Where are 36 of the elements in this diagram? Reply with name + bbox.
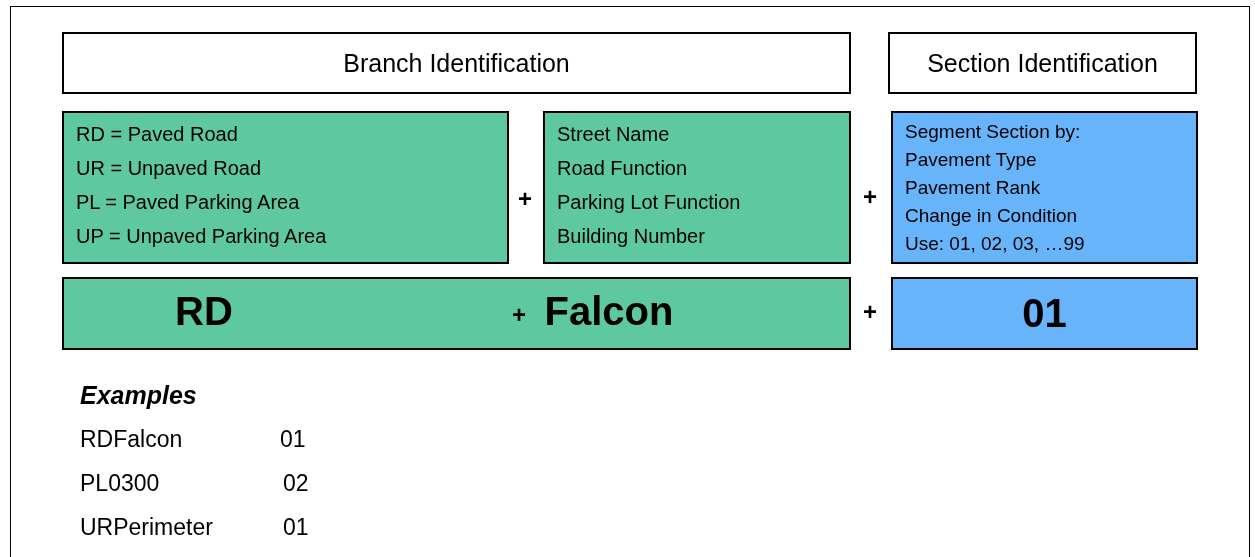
plus-sign: + (863, 183, 877, 211)
plus-sign: + (512, 301, 526, 329)
plus-sign: + (863, 298, 877, 326)
list-item: Pavement Rank (905, 177, 1041, 199)
list-item: UP = Unpaved Parking Area (76, 225, 327, 248)
info-box (543, 111, 851, 264)
plus-sign: + (518, 185, 532, 213)
example-number: 01 (283, 514, 309, 541)
example-number: 01 (280, 426, 306, 453)
list-item: Road Function (557, 157, 688, 180)
example-code: PL0300 (80, 470, 160, 497)
info-box (891, 111, 1198, 264)
example-code: URPerimeter (80, 514, 213, 541)
example-code: RDFalcon (80, 426, 183, 453)
section-heading: Examples (80, 381, 197, 410)
list-item: Building Number (557, 225, 705, 248)
list-item: Pavement Type (905, 149, 1037, 171)
code-part: RD (175, 289, 233, 334)
title-box (888, 32, 1197, 94)
list-item: Change in Condition (905, 205, 1078, 227)
list-item: PL = Paved Parking Area (76, 191, 300, 214)
heading-text: 01 (1021, 290, 1068, 336)
title-box (62, 32, 851, 94)
list-item: Parking Lot Function (557, 191, 741, 214)
heading-text: Section Identification (926, 48, 1159, 78)
example-box (62, 277, 851, 350)
code-part: Falcon (544, 289, 674, 334)
list-item: Street Name (557, 123, 670, 146)
list-item: RD = Paved Road (76, 123, 238, 146)
title-box (891, 277, 1198, 350)
example-number: 02 (283, 470, 309, 497)
list-item: UR = Unpaved Road (76, 157, 262, 180)
list-item: Use: 01, 02, 03, …99 (905, 233, 1085, 255)
heading-text: Branch Identification (342, 48, 571, 78)
info-box (62, 111, 509, 264)
list-item: Segment Section by: (905, 121, 1081, 143)
